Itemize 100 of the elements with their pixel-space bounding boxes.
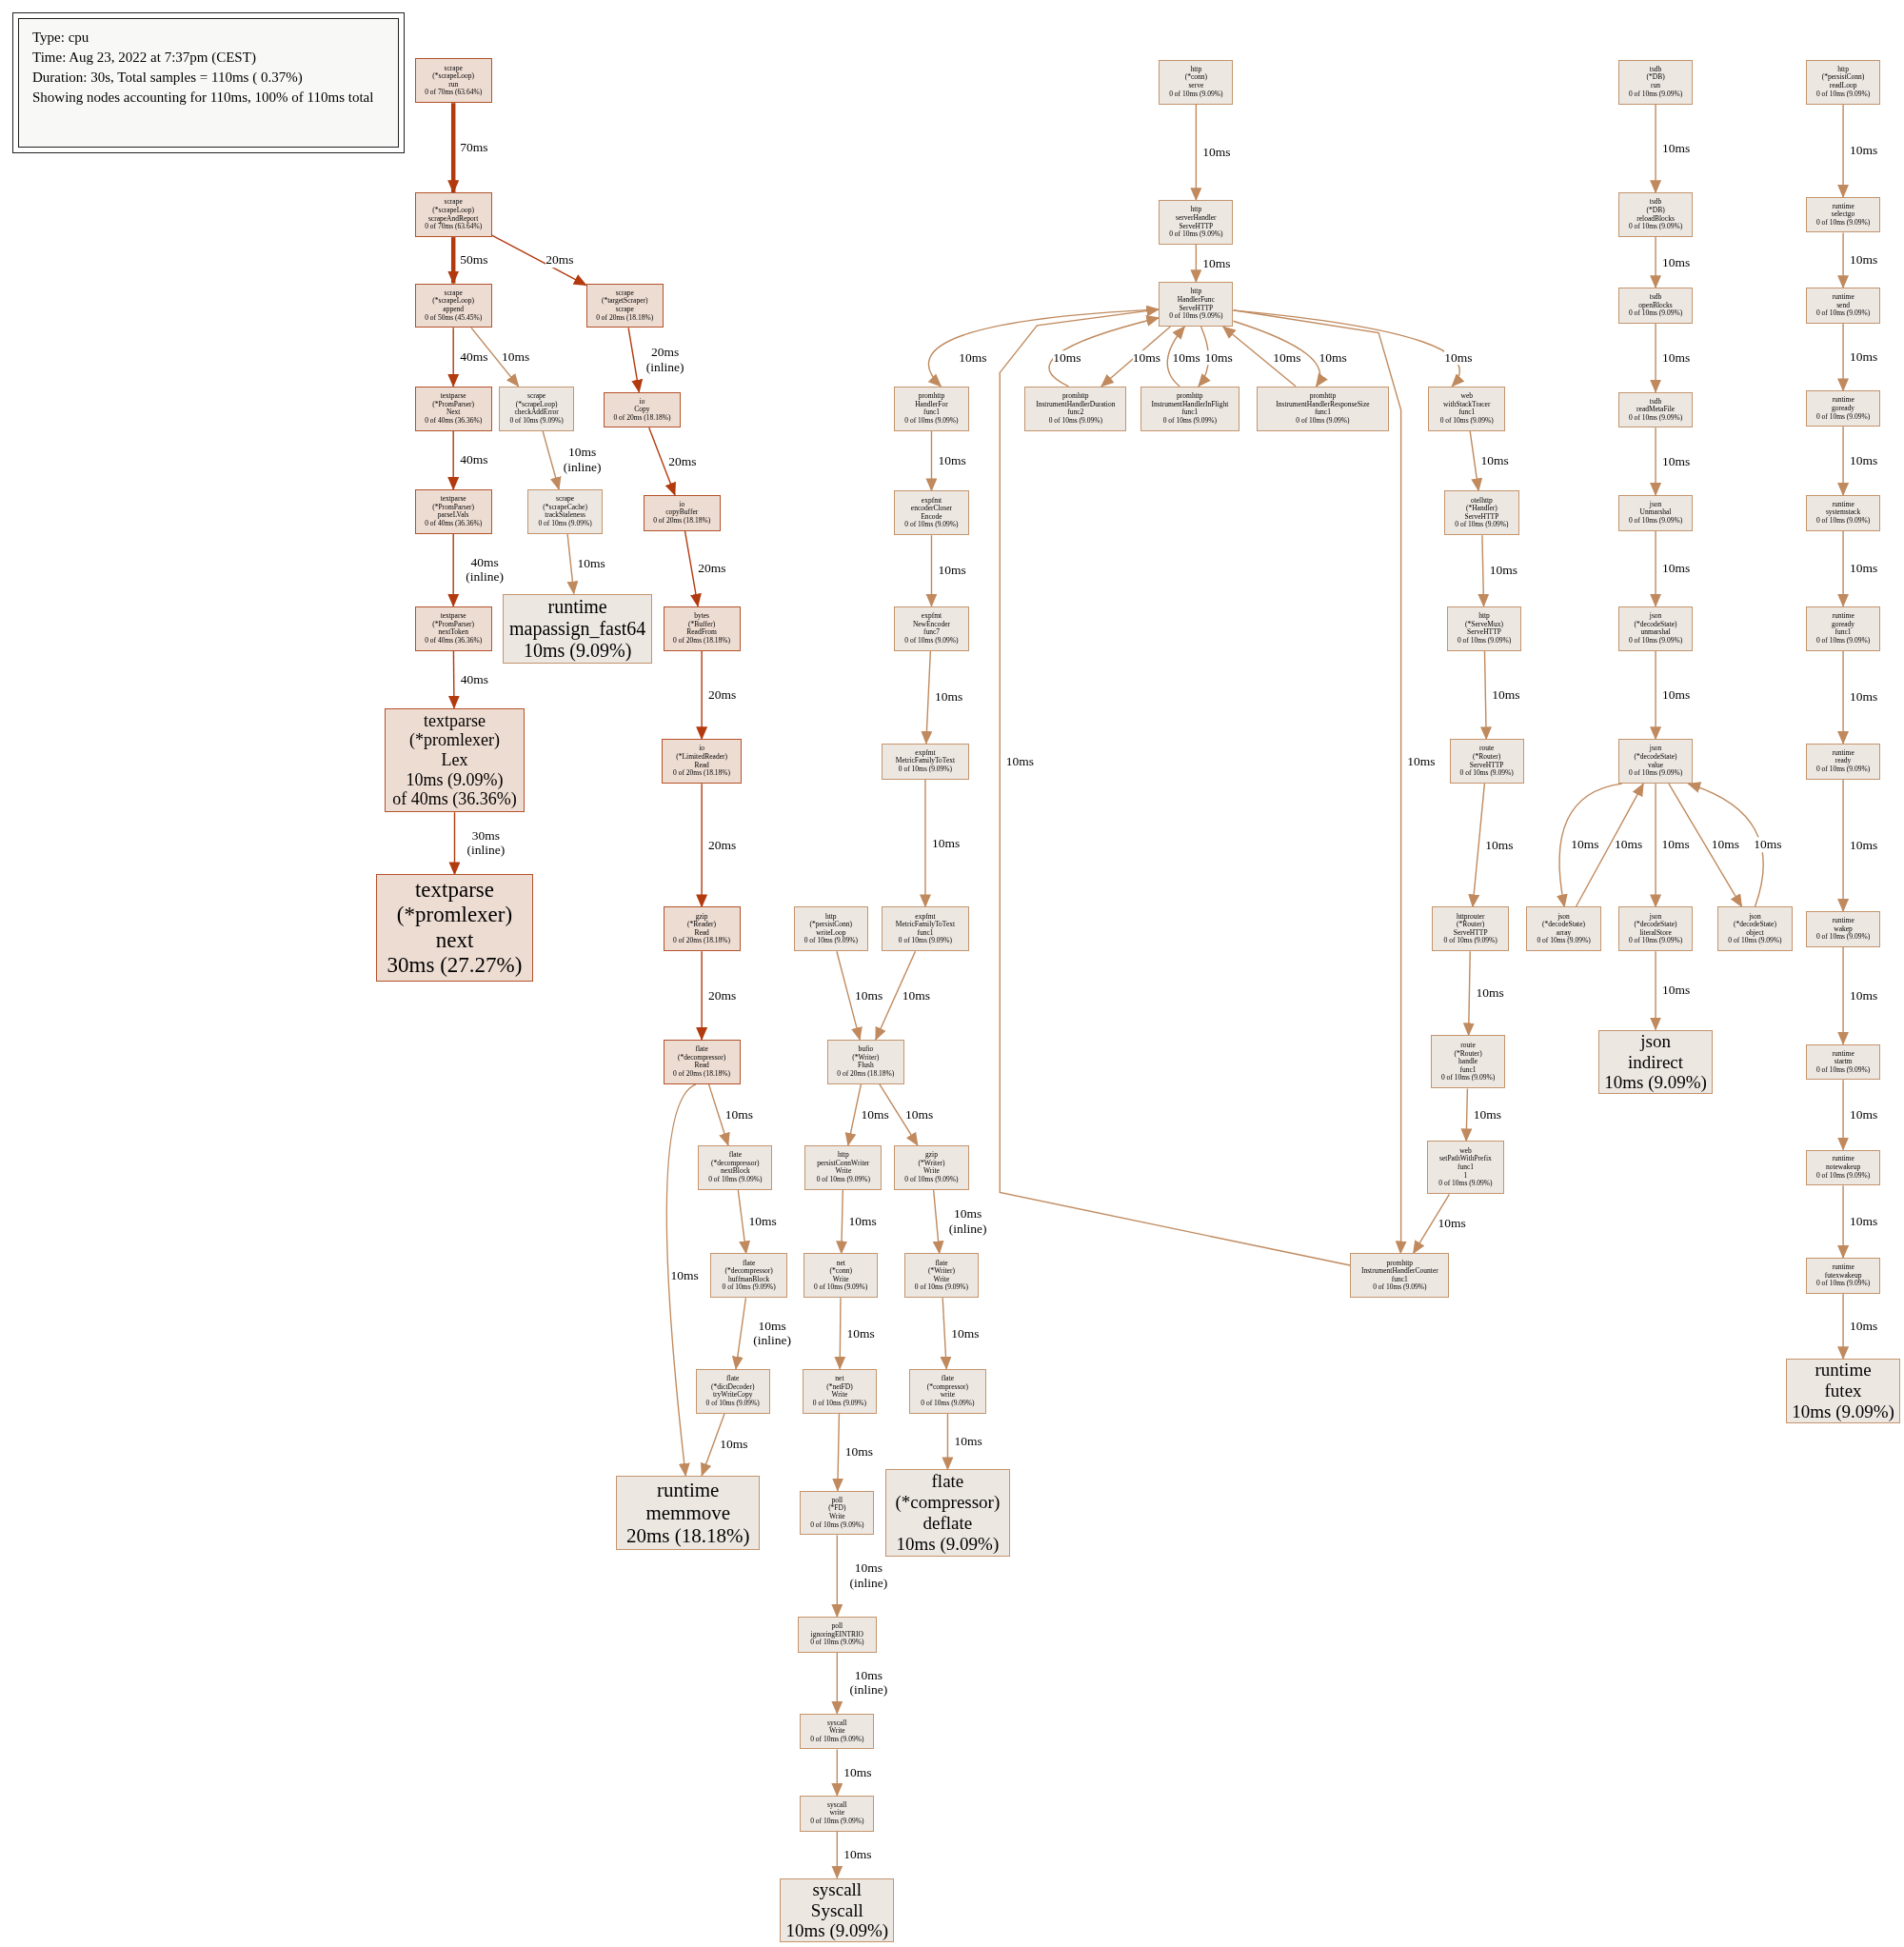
arrow (696, 783, 708, 908)
arrow (1837, 778, 1850, 913)
arrow (831, 1748, 843, 1797)
arrow (831, 1830, 843, 1879)
arrow (1462, 950, 1475, 1037)
function-box (1449, 739, 1524, 785)
arrow (470, 327, 520, 387)
node-label: Lex (441, 750, 468, 770)
arrow (1668, 783, 1743, 908)
function-box (793, 906, 868, 952)
arrow (490, 234, 587, 287)
arrow (1837, 529, 1850, 607)
function-box (1617, 192, 1694, 238)
node-label: textparse (424, 710, 486, 731)
arrow (696, 649, 708, 741)
function-box (797, 1617, 878, 1653)
function-box (1159, 59, 1234, 105)
node-label: 10ms (9.09%) (785, 1920, 889, 1942)
arrow (940, 1297, 952, 1370)
arrow (879, 1083, 919, 1146)
node-label: flate (931, 1471, 964, 1493)
arrow (566, 533, 579, 595)
node-label: next (435, 927, 474, 953)
arrow (1232, 309, 1407, 1255)
node-label: deflate (922, 1513, 973, 1534)
arrow (1650, 950, 1662, 1031)
arrow (1650, 649, 1662, 741)
arrow (999, 305, 1351, 1266)
arrow (844, 1083, 863, 1146)
function-box (1526, 906, 1601, 952)
arrow (447, 533, 460, 607)
function-box (1617, 391, 1694, 428)
function-box (1598, 1029, 1714, 1095)
arrow (707, 1083, 730, 1146)
node-label: textparse (414, 877, 494, 904)
arrow (1468, 783, 1486, 908)
function-box (1805, 1258, 1881, 1294)
node-label: runtime (547, 595, 607, 618)
arrow (1837, 231, 1850, 289)
function-box (894, 1144, 969, 1190)
function-box (1717, 906, 1793, 952)
arrow (665, 1083, 697, 1477)
node-label: indirect (1628, 1051, 1684, 1073)
node-label: syscall (812, 1878, 863, 1900)
arrow (1190, 244, 1202, 284)
info-text: Showing nodes accounting for 110ms, 100% of 110ms total (32, 89, 375, 106)
function-box (499, 386, 574, 431)
node-label: (*compressor) (895, 1492, 1001, 1514)
function-box (1617, 59, 1694, 105)
function-box (894, 606, 969, 651)
arrow (1232, 309, 1464, 387)
function-box (1786, 1359, 1901, 1424)
arrow (447, 649, 460, 709)
function-box (414, 606, 492, 651)
function-box (882, 906, 969, 952)
node-label: 10ms (9.09%) (1604, 1072, 1707, 1094)
function-box (894, 490, 969, 536)
function-box (695, 1368, 770, 1414)
arrow (1837, 103, 1850, 198)
arrow (1837, 1184, 1850, 1260)
arrow (447, 429, 460, 491)
function-box (1805, 743, 1881, 780)
function-box (1446, 606, 1522, 651)
function-box (503, 593, 652, 664)
function-box (1257, 386, 1389, 431)
function-box (663, 1040, 741, 1084)
function-box (414, 283, 492, 328)
arrow (831, 1534, 843, 1619)
arrow (1650, 427, 1662, 496)
node-label: (*promlexer) (396, 903, 513, 928)
arrow (1650, 236, 1662, 289)
arrow (1837, 1292, 1850, 1361)
node-label: Syscall (810, 1899, 863, 1921)
node-label: runtime (1815, 1360, 1872, 1381)
function-box (1159, 282, 1234, 328)
function-box (1432, 906, 1510, 952)
function-box (1805, 59, 1881, 105)
function-box (414, 192, 492, 238)
info-text: Duration: 30s, Total samples = 110ms ( 0.37%) (32, 69, 304, 86)
function-box (1159, 200, 1234, 245)
function-box (1024, 386, 1127, 431)
function-box (414, 489, 492, 534)
function-box (1428, 386, 1506, 431)
arrow (925, 429, 938, 492)
node-label: 20ms (18.18%) (626, 1524, 750, 1548)
function-box (826, 1040, 904, 1084)
arrow (1469, 429, 1483, 492)
node-label: json (1640, 1030, 1671, 1052)
function-box (414, 58, 492, 104)
arrow (701, 1412, 725, 1477)
edge-label: 10ms (1754, 837, 1782, 852)
arrow (932, 1189, 944, 1255)
arrow (1650, 783, 1662, 908)
function-box (800, 1795, 875, 1832)
node-label: 30ms (27.27%) (387, 953, 523, 979)
arrow (627, 327, 644, 393)
arrow (1687, 782, 1764, 908)
function-box (585, 283, 664, 328)
function-box (1350, 1253, 1450, 1299)
function-box (1617, 495, 1694, 531)
